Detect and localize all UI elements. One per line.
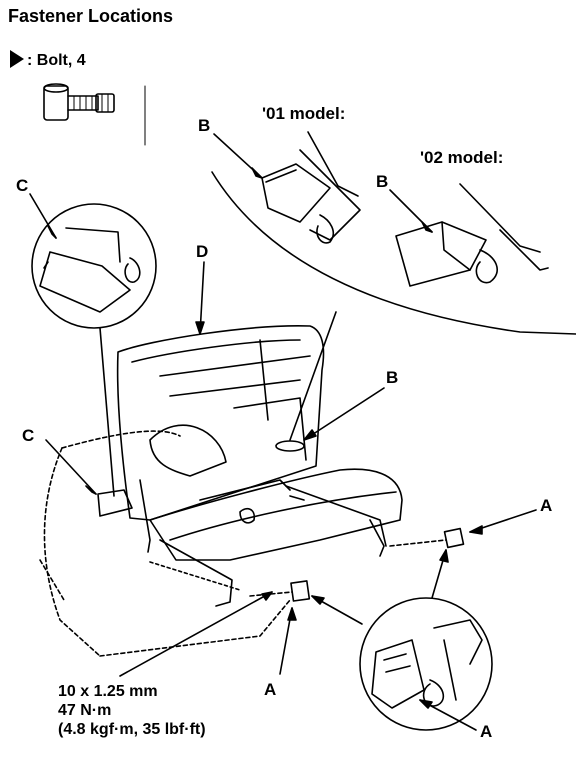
callout-a-detail: A: [480, 722, 493, 741]
seat-back: [116, 325, 325, 521]
bolt-triangle-icon: [10, 50, 24, 68]
seat-cushion: [149, 468, 403, 561]
torque-kgf-lbf: (4.8 kgf·m, 35 lbf·ft): [58, 721, 206, 738]
page-title: Fastener Locations: [8, 6, 174, 26]
seat-frame: [139, 479, 385, 607]
bracket-a-right: [443, 527, 465, 549]
callout-b-01: B: [198, 116, 211, 135]
torque-size: 10 x 1.25 mm: [58, 683, 158, 700]
detail-arc: [211, 171, 576, 335]
callout-c-main: C: [22, 426, 35, 445]
callout-b-02: B: [376, 172, 389, 191]
legend-text: : Bolt, 4: [27, 52, 86, 69]
callout-d: D: [196, 242, 209, 261]
detail-circle-c: [31, 203, 157, 329]
bracket-c-main: [97, 489, 133, 517]
bracket-a-bottom: [290, 580, 311, 602]
label-model-02: '02 model:: [420, 148, 504, 167]
bracket-b-ring: [275, 440, 305, 452]
torque-nm: 47 N·m: [58, 702, 112, 719]
callout-c-detail: C: [16, 176, 29, 195]
detail-circle-a: [359, 597, 493, 731]
legend-bolt: : Bolt, 4: [10, 50, 86, 70]
torque-spec: 10 x 1.25 mm 47 N·m (4.8 kgf·m, 35 lbf·f…: [58, 682, 206, 739]
body-outline: [39, 430, 291, 657]
label-model-01: '01 model:: [262, 104, 346, 123]
callout-a-right: A: [540, 496, 553, 515]
bracket-01: [261, 131, 361, 244]
callout-a-bottom: A: [264, 680, 277, 699]
bracket-02: [395, 183, 549, 287]
callout-b-main: B: [386, 368, 399, 387]
bolt-icon: [43, 83, 115, 121]
